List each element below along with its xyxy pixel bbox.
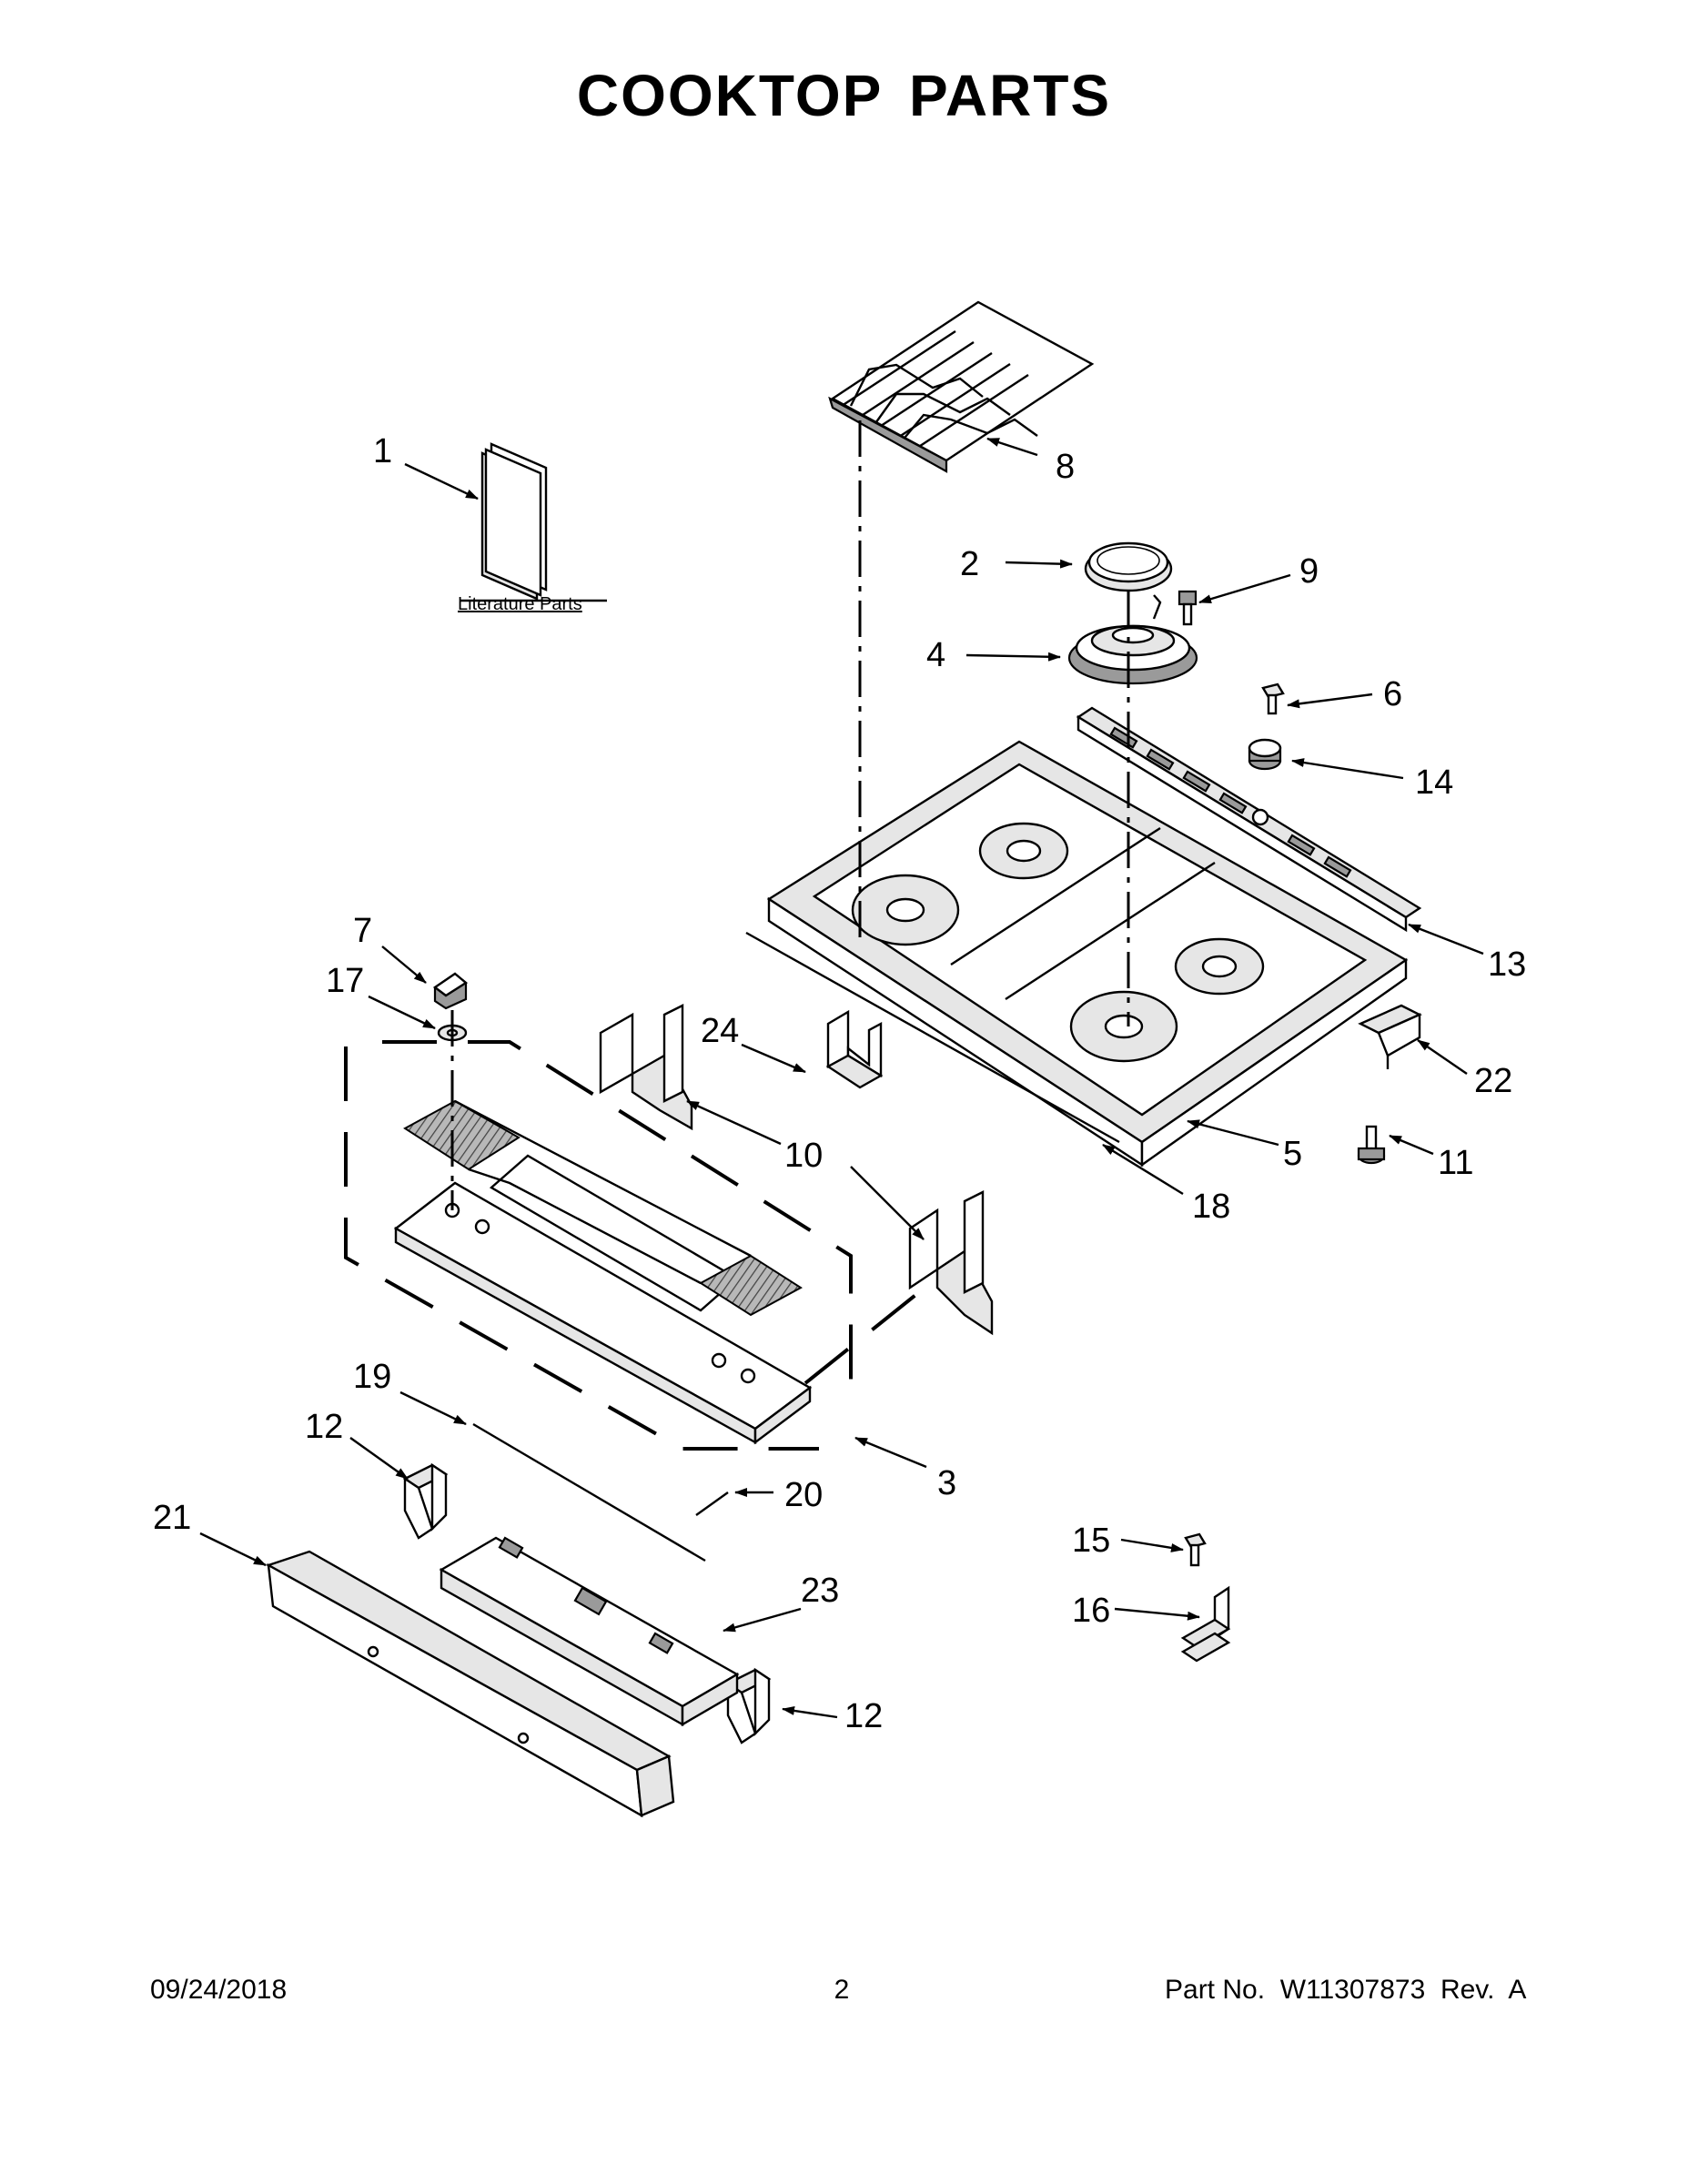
control-knob xyxy=(432,972,469,1010)
footer-part-number: Part No. W11307873 Rev. A xyxy=(1165,1975,1527,2005)
callout-13: 13 xyxy=(1488,945,1526,984)
callout-16: 16 xyxy=(1072,1592,1110,1630)
bracket-12-left xyxy=(402,1462,449,1540)
callout-14: 14 xyxy=(1415,763,1453,802)
leveling-leg xyxy=(1357,1125,1386,1165)
rear-vent-trim xyxy=(1076,706,1422,933)
callout-18: 18 xyxy=(1192,1188,1230,1226)
callout-2: 2 xyxy=(960,545,979,583)
front-trim-panel xyxy=(266,1550,675,1818)
front-seal-strip xyxy=(745,931,1120,1144)
control-board-tray xyxy=(439,1536,740,1727)
callout-19: 19 xyxy=(353,1358,391,1396)
anti-tip-bracket xyxy=(1180,1585,1231,1663)
bracket-24 xyxy=(825,1009,884,1089)
burner-grate xyxy=(828,300,1095,473)
callout-20: 20 xyxy=(784,1476,823,1514)
page-title: COOKTOP PARTS xyxy=(576,63,1112,128)
cooktop-surface xyxy=(766,740,1409,1168)
wire-harness-20 xyxy=(695,1491,729,1516)
console-assembly-outline xyxy=(344,1046,819,1451)
callout-24: 24 xyxy=(701,1012,739,1050)
callout-5: 5 xyxy=(1283,1135,1302,1173)
callout-4: 4 xyxy=(926,636,945,674)
callout-12b: 12 xyxy=(844,1697,883,1735)
bracket-10-left xyxy=(599,1004,693,1131)
callout-1: 1 xyxy=(373,432,392,470)
bracket-10-right xyxy=(908,1190,994,1336)
callout-11: 11 xyxy=(1438,1144,1473,1182)
bracket-12-right xyxy=(725,1667,772,1744)
wire-harness-19 xyxy=(472,1422,706,1562)
burner-base xyxy=(1067,594,1198,685)
callout-3: 3 xyxy=(937,1464,956,1502)
literature-parts-label: Literature Parts xyxy=(458,594,582,614)
footer-page-number: 2 xyxy=(834,1975,850,2005)
callout-23: 23 xyxy=(801,1572,839,1610)
callout-17: 17 xyxy=(326,962,364,1000)
callout-8: 8 xyxy=(1056,448,1075,486)
callout-6: 6 xyxy=(1383,675,1402,713)
bracket-assembly-line xyxy=(804,1290,921,1385)
callout-7: 7 xyxy=(353,912,372,950)
callout-21: 21 xyxy=(153,1499,191,1537)
callout-12a: 12 xyxy=(305,1408,343,1446)
literature-booklet xyxy=(480,442,548,601)
burner-cap xyxy=(1084,541,1173,592)
bracket-22 xyxy=(1358,1004,1422,1069)
screw-6 xyxy=(1261,682,1285,715)
callout-10: 10 xyxy=(784,1137,823,1175)
screw-15 xyxy=(1184,1532,1207,1567)
callout-9: 9 xyxy=(1299,552,1319,591)
igniter-screw xyxy=(1178,590,1198,626)
footer-date: 09/24/2018 xyxy=(150,1975,288,2005)
callout-15: 15 xyxy=(1072,1522,1110,1560)
grommet xyxy=(1248,738,1282,771)
callout-22: 22 xyxy=(1474,1062,1512,1100)
control-console xyxy=(393,1099,813,1445)
